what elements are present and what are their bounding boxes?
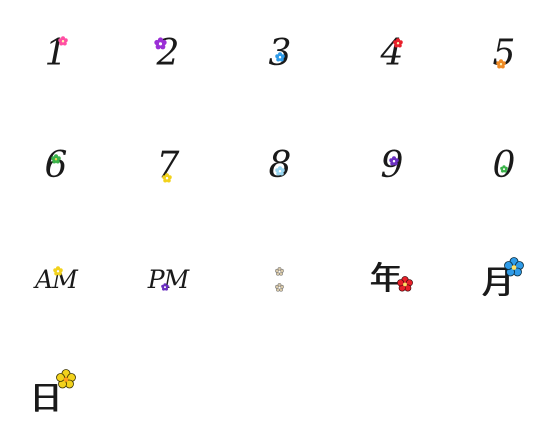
stamp-5-glyph: 5 <box>492 33 516 74</box>
flower-icon <box>397 276 413 292</box>
stamp-6-glyph: 6 <box>44 145 68 186</box>
stamp-7[interactable]: 7 <box>112 112 224 224</box>
stamp-8-glyph: 8 <box>268 145 292 186</box>
flower-icon <box>275 52 285 62</box>
flower-icon <box>56 369 76 389</box>
flower-icon <box>51 154 61 164</box>
stamp-9-glyph: 9 <box>380 145 404 186</box>
stamp-am[interactable]: AM <box>0 224 112 336</box>
stamp-4-glyph: 4 <box>380 33 404 74</box>
flower-icon <box>500 165 508 173</box>
flower-icon <box>275 267 284 276</box>
flower-icon <box>275 283 284 292</box>
flower-icon <box>389 156 399 166</box>
stamp-colon[interactable] <box>224 224 336 336</box>
stamp-3[interactable]: 3 <box>224 0 336 112</box>
flower-icon <box>496 59 506 69</box>
stamp-7-glyph: 7 <box>156 145 180 186</box>
stamp-1-glyph: 1 <box>44 33 68 74</box>
flower-icon <box>162 173 172 183</box>
flower-icon <box>504 257 524 277</box>
stamp-9[interactable]: 9 <box>336 112 448 224</box>
flower-icon <box>58 36 68 46</box>
stamp-5[interactable]: 5 <box>448 0 560 112</box>
stamp-year-glyph: 年 <box>369 259 402 297</box>
stamp-2[interactable]: 2 <box>112 0 224 112</box>
stamp-1[interactable]: 1 <box>0 0 112 112</box>
stamp-pm[interactable]: PM <box>112 224 224 336</box>
flower-icon <box>154 37 167 50</box>
flower-icon <box>393 38 403 48</box>
stamp-month[interactable]: 月 <box>448 224 560 336</box>
stamp-day-glyph: 日 <box>29 379 62 417</box>
stamp-pm-glyph: PM <box>147 265 189 294</box>
flower-icon <box>53 266 63 276</box>
stamp-am-glyph: AM <box>35 265 78 294</box>
stamp-8[interactable]: 8 <box>224 112 336 224</box>
flower-icon <box>161 283 169 291</box>
stamp-year[interactable]: 年 <box>336 224 448 336</box>
stamp-0[interactable]: 0 <box>448 112 560 224</box>
stamp-6[interactable]: 6 <box>0 112 112 224</box>
stamp-day[interactable]: 日 <box>0 336 112 448</box>
stamp-2-glyph: 2 <box>156 33 180 74</box>
stamp-4[interactable]: 4 <box>336 0 448 112</box>
flower-icon <box>275 166 285 176</box>
stamp-month-glyph: 月 <box>481 263 514 301</box>
